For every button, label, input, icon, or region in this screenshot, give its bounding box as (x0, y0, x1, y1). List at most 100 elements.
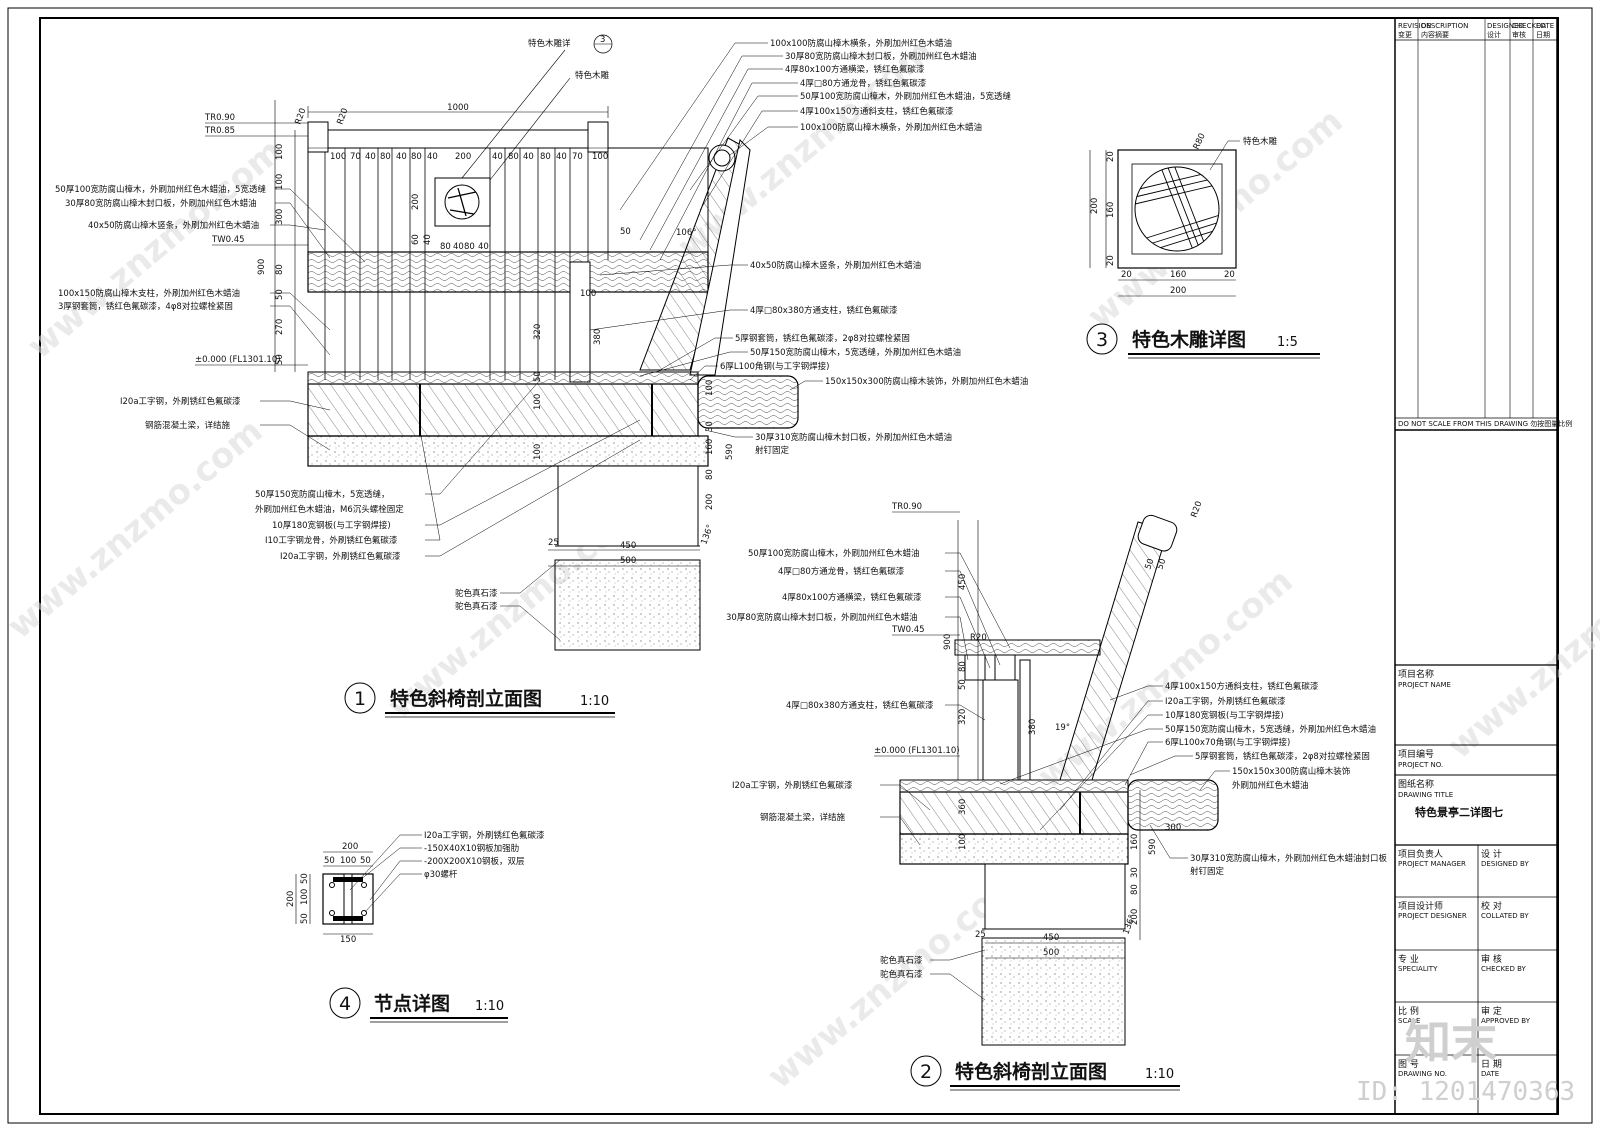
dim-label: 100 (592, 152, 608, 162)
detail-ref-number: 3 (600, 35, 605, 45)
dim-label: 100 (705, 380, 715, 396)
site-watermark: www.znzmo.com (20, 131, 290, 367)
annotation: 50厚150宽防腐山樟木，5宽透缝， (255, 489, 389, 500)
annotation: 4厚□80x380方通支柱，锈红色氟碳漆 (786, 700, 934, 711)
rev-header: CHECKED (1512, 22, 1546, 30)
dim-label: 80 (380, 152, 391, 162)
dim-label: 70 (350, 152, 361, 162)
detail-ref-label: 特色木雕详 (528, 38, 571, 49)
brand-watermark: 知末 (1405, 1015, 1497, 1069)
field-label: 项目编号 (1398, 748, 1434, 760)
dim-label: 380 (1028, 719, 1038, 735)
annotation: 50厚100宽防腐山樟木，外刷加州红色木蜡油，5宽透缝 (55, 184, 266, 195)
annotation: 驼色真石漆 (455, 588, 498, 599)
field-label: APPROVED BY (1481, 1017, 1531, 1025)
dim-label: 80 (508, 152, 519, 162)
dim-label: 200 (1130, 909, 1140, 925)
dim-label: 20 (1224, 270, 1235, 280)
field-label: 日 期 (1481, 1059, 1502, 1070)
annotation: I20a工字钢，外刷锈红色氟碳漆 (424, 830, 545, 841)
dim-label: 20 (1121, 270, 1132, 280)
rev-header: REVISION (1398, 22, 1431, 30)
dim-label: 40 (423, 234, 433, 245)
annotation: 4厚□80方通龙骨，锈红色氟碳漆 (778, 566, 905, 577)
dim-label: 100 (580, 289, 596, 299)
field-label: 校 对 (1481, 900, 1502, 912)
dim-label: 450 (958, 574, 968, 590)
annotation: 6厚L100x70角钢(与工字钢焊接) (1165, 737, 1290, 748)
dim-label: 100 (533, 394, 543, 410)
dim-label: 450 (1043, 933, 1059, 943)
dim-label: 50 (275, 289, 285, 300)
rev-header: 设计 (1487, 30, 1501, 39)
view-number: 2 (920, 1061, 932, 1083)
annotation: 50厚100宽防腐山樟木，外刷加州红色木蜡油 (748, 548, 920, 559)
dim-label: 100 (275, 174, 285, 190)
dim-label: 100 (275, 144, 285, 160)
dim-label: 590 (725, 444, 735, 460)
field-label: 审 核 (1481, 953, 1502, 965)
view-4-node-detail: 200 50 100 50 200 50 100 50 150 I20a工字钢，… (286, 830, 545, 1023)
dim-label: 25 (548, 538, 559, 548)
dim-label: 50 (324, 856, 335, 866)
dim-label: 50 (1155, 557, 1168, 571)
rev-header: 变更 (1398, 30, 1412, 39)
view-number: 3 (1096, 329, 1108, 351)
annotation: 驼色真石漆 (880, 969, 923, 980)
view-title: 特色木雕详图 (1132, 328, 1246, 351)
annotation: -150X40X10钢板加强肋 (424, 843, 519, 854)
dim-label: 80 (440, 242, 451, 252)
dim-label: 80 (1130, 884, 1140, 895)
annotation: 10厚180宽钢板(与工字钢焊接) (1165, 710, 1284, 721)
view-number: 4 (339, 993, 351, 1015)
radius-label: R20 (970, 633, 987, 643)
annotation: I20a工字钢，外刷锈红色氟碳漆 (1165, 696, 1286, 707)
field-label: PROJECT NAME (1398, 681, 1451, 689)
field-label: DRAWING NO. (1398, 1070, 1447, 1078)
dim-label: 50 (620, 227, 631, 237)
view-scale: 1:10 (475, 999, 504, 1014)
dim-label: 80 (411, 152, 422, 162)
dim-label: 900 (257, 259, 267, 275)
dim-label: 40 (396, 152, 407, 162)
dim-label: 50 (533, 371, 543, 382)
annotation: 4厚□80方通龙骨，锈红色氟碳漆 (800, 78, 927, 89)
rev-header: 内容摘要 (1421, 30, 1449, 39)
annotation: 6厚L100角钢(与工字钢焊接) (720, 361, 830, 372)
dim-label: 70 (572, 152, 583, 162)
view-scale: 1:10 (580, 694, 609, 709)
view-title: 节点详图 (374, 992, 450, 1015)
dim-label: 200 (286, 891, 296, 907)
annotation: 射钉固定 (755, 445, 790, 456)
dim-label: 100 (330, 152, 346, 162)
annotation: 4厚□80x380方通支柱，锈红色氟碳漆 (750, 305, 898, 316)
annotation: 驼色真石漆 (880, 955, 923, 966)
dim-label: 50 (300, 873, 310, 884)
dim-label: 590 (1148, 839, 1158, 855)
level-marker: ±0.000 (FL1301.10) (874, 746, 960, 756)
carving-label: 特色木雕 (575, 70, 610, 81)
dim-label: 270 (275, 319, 285, 335)
field-label: 设 计 (1481, 848, 1502, 860)
dim-label: 320 (958, 709, 968, 725)
dim-label: 20 (1106, 151, 1116, 162)
annotation: 100x100防腐山樟木横条，外刷加州红色木蜡油 (770, 38, 952, 49)
field-label: CHECKED BY (1481, 965, 1527, 973)
dim-label: 50 (1143, 557, 1156, 571)
annotation: 钢筋混凝土梁，详结施 (145, 420, 231, 431)
field-label: SCALE (1398, 1017, 1420, 1025)
annotation: 40x50防腐山樟木竖条，外刷加州红色木蜡油 (88, 220, 259, 231)
field-label: DATE (1481, 1070, 1499, 1078)
rev-header: DESIGNED (1487, 22, 1524, 30)
annotation: I10工字钢龙骨，外刷锈红色氟碳漆 (265, 535, 398, 546)
level-marker: TW0.45 (211, 235, 245, 245)
dim-label: 500 (1043, 948, 1059, 958)
dim-label: 50 (360, 856, 371, 866)
annotation: 4厚80x100方通横梁，锈红色氟碳漆 (782, 592, 922, 603)
annotation: 驼色真石漆 (455, 601, 498, 612)
radius-label: R20 (1189, 500, 1204, 519)
field-label: DESIGNED BY (1481, 860, 1529, 868)
dim-label: 500 (620, 556, 636, 566)
radius-label: R80 (1192, 132, 1208, 151)
